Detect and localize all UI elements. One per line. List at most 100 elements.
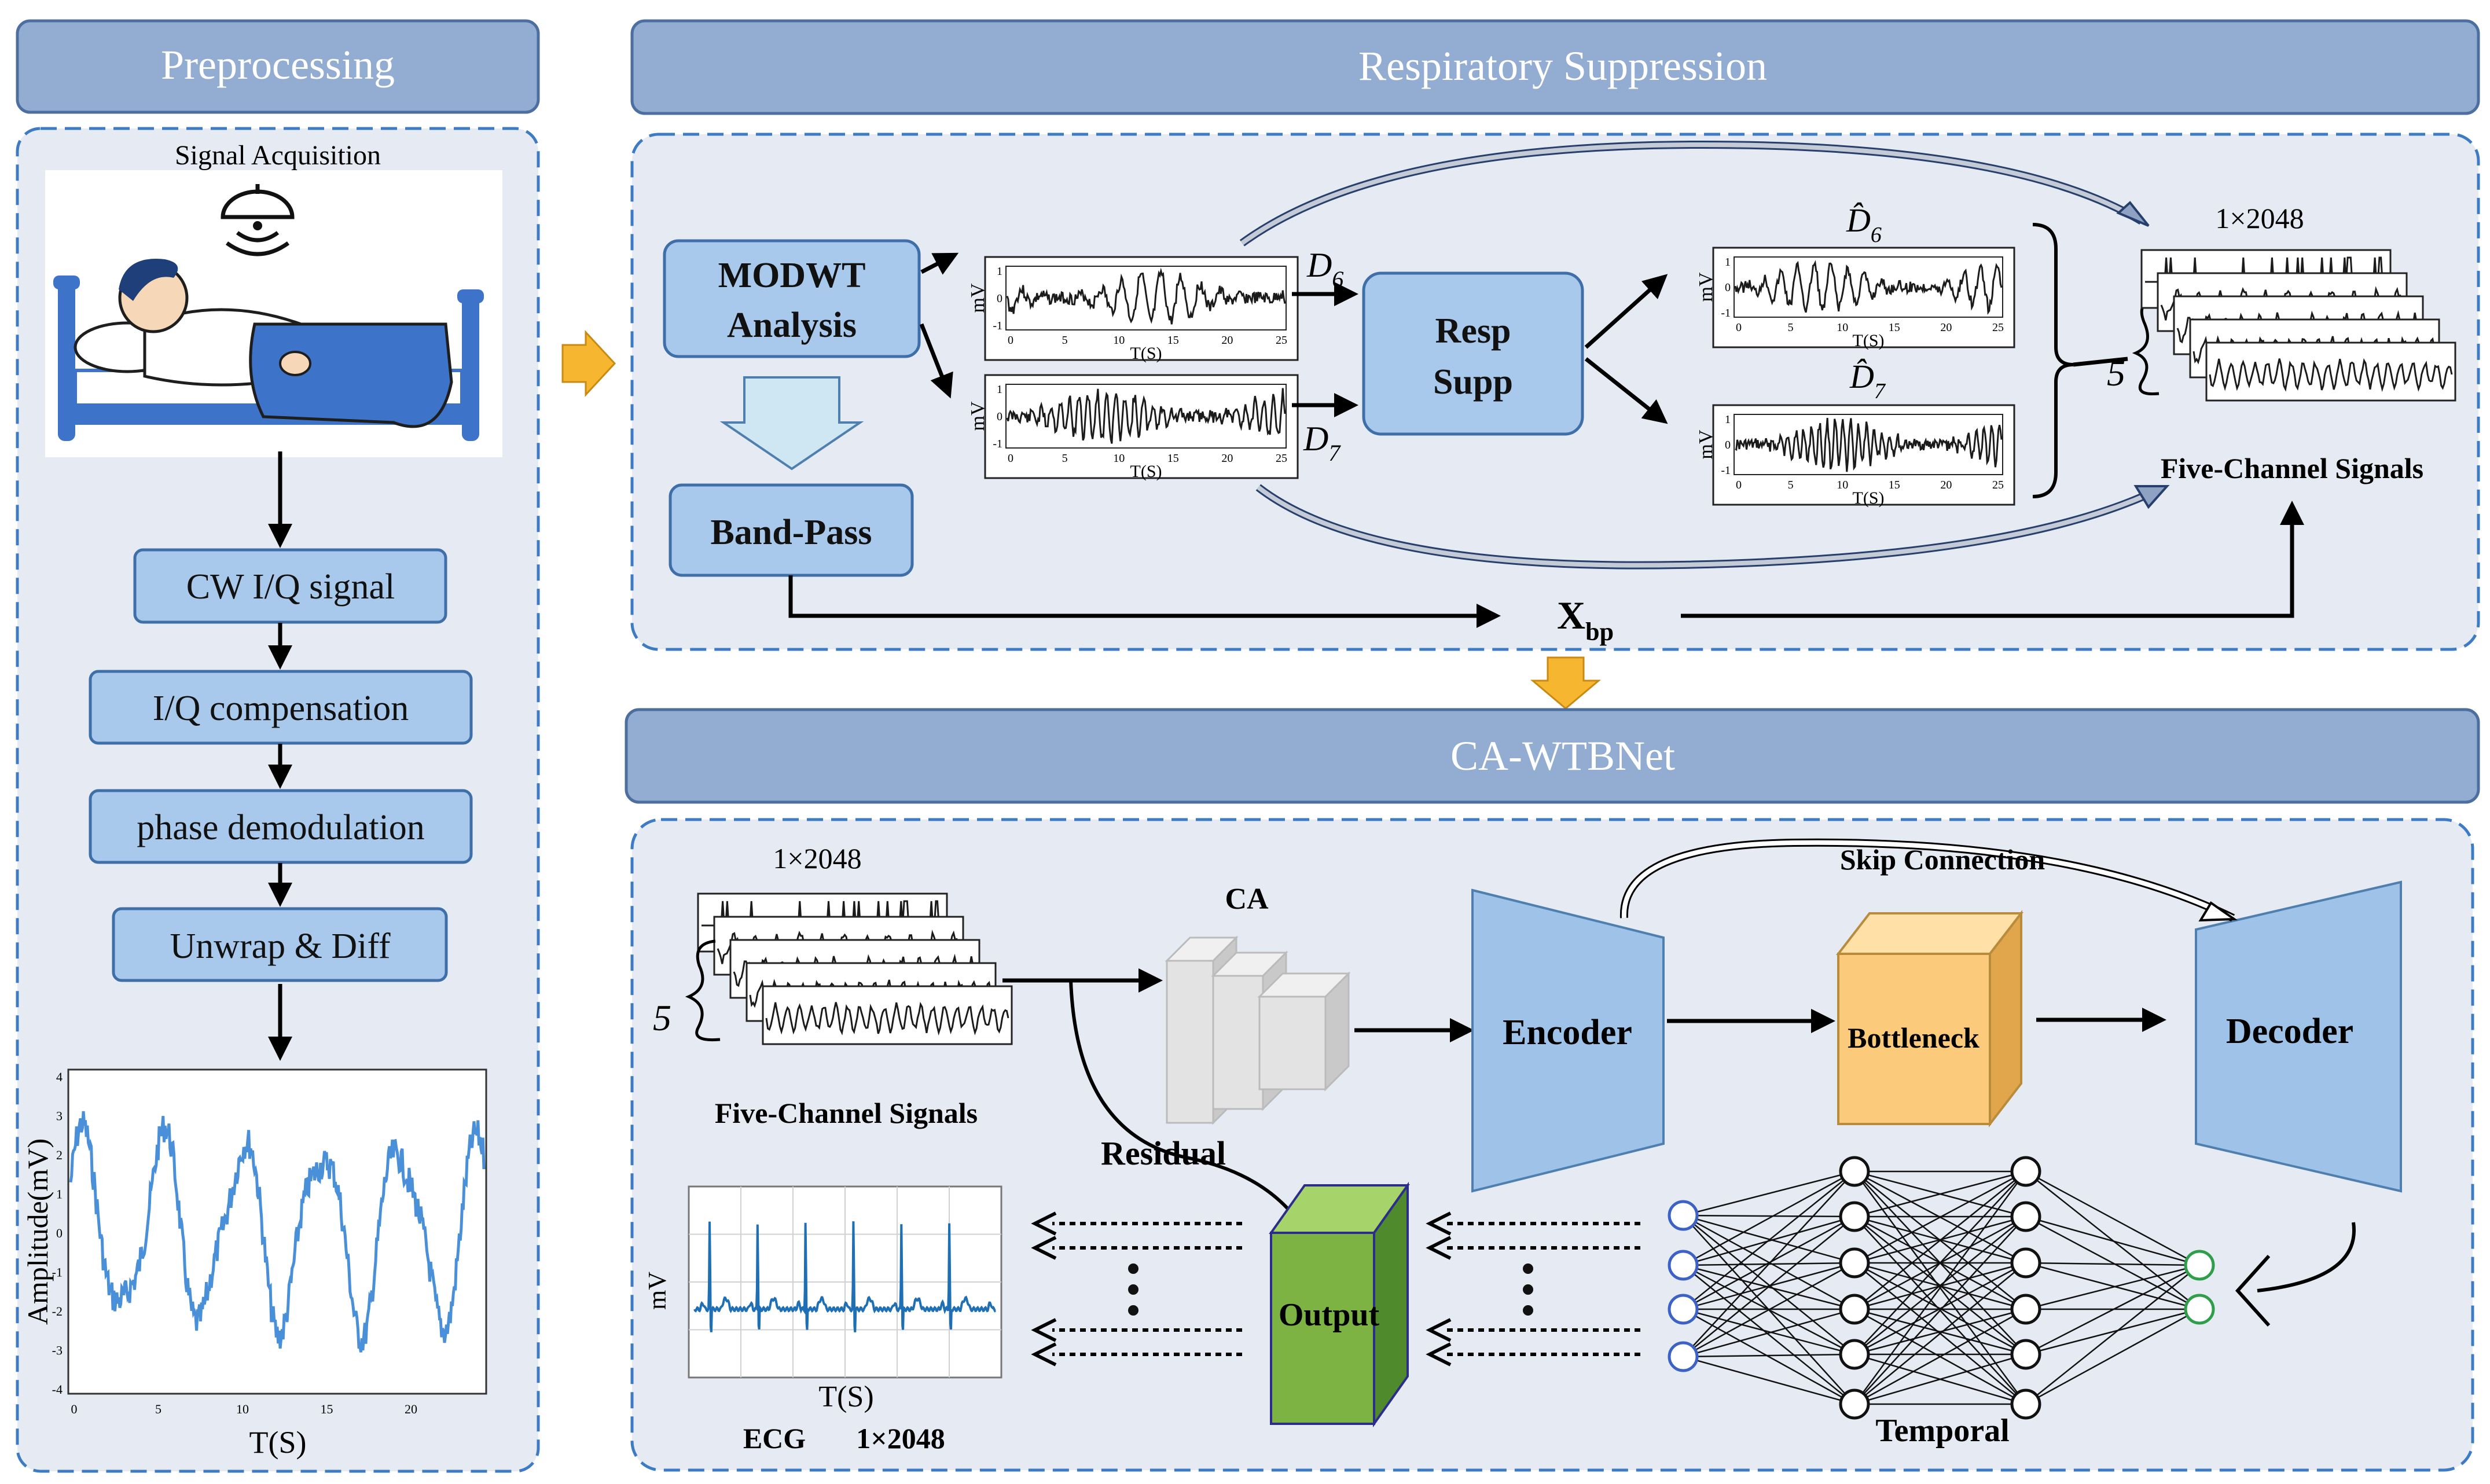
encoder-block xyxy=(1471,888,1665,1193)
temporal-connection xyxy=(1683,1308,1855,1358)
mini-plot-axes xyxy=(1734,256,2003,318)
mini-plot-ytick: -1 xyxy=(993,319,1002,332)
ca-wtbnet-panel: CA-WTBNet 1×2048 5 Five-Channel Signals … xyxy=(625,708,2480,1472)
temporal-hidden-node xyxy=(2010,1247,2041,1279)
arrow-bandpass-to-xbp xyxy=(788,575,1501,628)
step-cw-iq-label: CW I/Q signal xyxy=(186,567,395,607)
temporal-connection xyxy=(1683,1353,1855,1358)
temporal-output-node xyxy=(2184,1294,2215,1325)
temporal-connection xyxy=(2025,1264,2200,1310)
amplitude-ytick: 0 xyxy=(56,1226,63,1240)
temporal-hidden-node xyxy=(2010,1294,2041,1325)
resp-five-label: 5 xyxy=(2107,352,2125,394)
respiratory-suppression-panel: Respiratory Suppression MODWT Analysis B… xyxy=(630,19,2480,651)
amplitude-xtick: 15 xyxy=(321,1402,333,1416)
curved-arrow-bottom xyxy=(1257,485,2154,568)
mini-plot-xtick: 25 xyxy=(1276,452,1287,465)
amplitude-xlabel: T(S) xyxy=(249,1425,307,1460)
mini-plot-ytick: 0 xyxy=(997,292,1002,305)
mini-plot-xtick: 10 xyxy=(1113,452,1125,465)
temporal-connection xyxy=(1854,1308,2026,1356)
mini-plot-xtick: 25 xyxy=(1992,479,2004,491)
temporal-connection xyxy=(2025,1215,2200,1310)
temporal-label: Temporal xyxy=(1875,1413,2009,1449)
temporal-connection xyxy=(2025,1215,2200,1266)
temporal-connection xyxy=(1683,1171,1855,1357)
mini-plot-ytick: -1 xyxy=(1721,464,1731,477)
amplitude-ylabel: Amplitude(mV) xyxy=(21,1138,54,1325)
ecg-xlabel: T(S) xyxy=(818,1380,873,1413)
step-cw-iq-box xyxy=(133,548,447,624)
arrow-modwt-to-d7 xyxy=(919,323,953,399)
mini-plot-ytick: 0 xyxy=(1725,439,1731,451)
dotted-arrow-head xyxy=(1031,1211,1057,1236)
signal-acquisition-label: Signal Acquisition xyxy=(175,140,381,171)
arrow-resp-to-d6hat xyxy=(1584,274,1668,349)
skip-connection-label: Skip Connection xyxy=(1840,843,2045,876)
dotted-arrow-head xyxy=(1426,1211,1452,1236)
temporal-connection xyxy=(1683,1170,1855,1266)
temporal-connection xyxy=(2025,1262,2200,1310)
step-iq-compensation-label: I/Q compensation xyxy=(153,689,409,728)
arrow-xbp-to-five-channel xyxy=(1681,501,2304,618)
temporal-hidden-node xyxy=(2010,1201,2041,1232)
temporal-connection xyxy=(2025,1265,2200,1405)
mini-plot-xlabel: T(S) xyxy=(1853,488,1885,508)
dotted-arrow-head xyxy=(1426,1236,1452,1260)
modwt-box xyxy=(663,239,921,358)
mini-plot-xtick: 0 xyxy=(1736,321,1742,334)
ca-slab-2 xyxy=(1211,950,1288,1111)
orange-arrow-right xyxy=(561,330,616,397)
encoder-label: Encoder xyxy=(1503,1013,1632,1052)
amplitude-ytick: 4 xyxy=(56,1070,63,1084)
ellipsis-dot xyxy=(1523,1284,1533,1295)
temporal-connection xyxy=(1683,1308,1855,1356)
mini-plot-ytick: 1 xyxy=(1725,413,1731,426)
mini-plot-xtick: 20 xyxy=(1940,479,1952,491)
amplitude-ytick: 1 xyxy=(56,1187,63,1202)
mini-plot-axes xyxy=(1005,266,1287,330)
mini-plot-axes xyxy=(1734,414,2003,475)
skip-connection-head xyxy=(2198,901,2238,922)
temporal-connection xyxy=(1683,1215,1855,1310)
mini-plot-xtick: 0 xyxy=(1008,334,1013,347)
temporal-connection xyxy=(2025,1264,2200,1356)
preprocessing-title: Preprocessing xyxy=(161,42,395,88)
temporal-connection xyxy=(2025,1308,2200,1356)
channel-waveform xyxy=(2209,358,2453,392)
mini-plot-xtick: 20 xyxy=(1221,452,1233,465)
step-phase-demodulation-box xyxy=(89,789,473,864)
mini-plot-xtick: 10 xyxy=(1837,479,1848,491)
temporal-output-node xyxy=(2184,1250,2215,1281)
dotted-arrow-head xyxy=(1031,1318,1057,1342)
arrow-resp-to-d7hat xyxy=(1584,357,1668,424)
mini-plot-ytick: 1 xyxy=(997,265,1002,278)
curved-arrow-top-head xyxy=(2116,201,2150,227)
temporal-connection xyxy=(1683,1262,1855,1358)
temporal-connection xyxy=(1854,1262,2026,1356)
step-unwrap-diff-label: Unwrap & Diff xyxy=(170,927,390,966)
mini-plot-ylabel: mV xyxy=(967,283,989,313)
bottleneck-block: Bottleneck xyxy=(1835,910,2024,1127)
amplitude-plot-frame xyxy=(67,1068,487,1395)
ellipsis-dot xyxy=(1128,1305,1139,1316)
mini-plot-xtick: 15 xyxy=(1889,321,1900,334)
bandpass-label: Band-Pass xyxy=(710,513,872,552)
amplitude-xtick: 0 xyxy=(71,1402,78,1416)
channel-waveform xyxy=(765,1001,1009,1036)
resp-supp-box xyxy=(1362,271,1584,436)
dotted-arrows-to-output xyxy=(1426,1211,1640,1367)
dotted-arrow-head xyxy=(1031,1342,1057,1367)
left-brace-net xyxy=(685,939,721,1042)
resp-supp-line2: Supp xyxy=(1433,362,1513,402)
mini-plot-ylabel: mV xyxy=(967,401,989,431)
temporal-connection xyxy=(2025,1262,2200,1266)
temporal-hidden-node xyxy=(1839,1156,1870,1187)
step-unwrap-diff-box xyxy=(112,907,448,982)
temporal-hidden-node xyxy=(1839,1294,1870,1325)
temporal-connection xyxy=(1683,1356,1855,1405)
